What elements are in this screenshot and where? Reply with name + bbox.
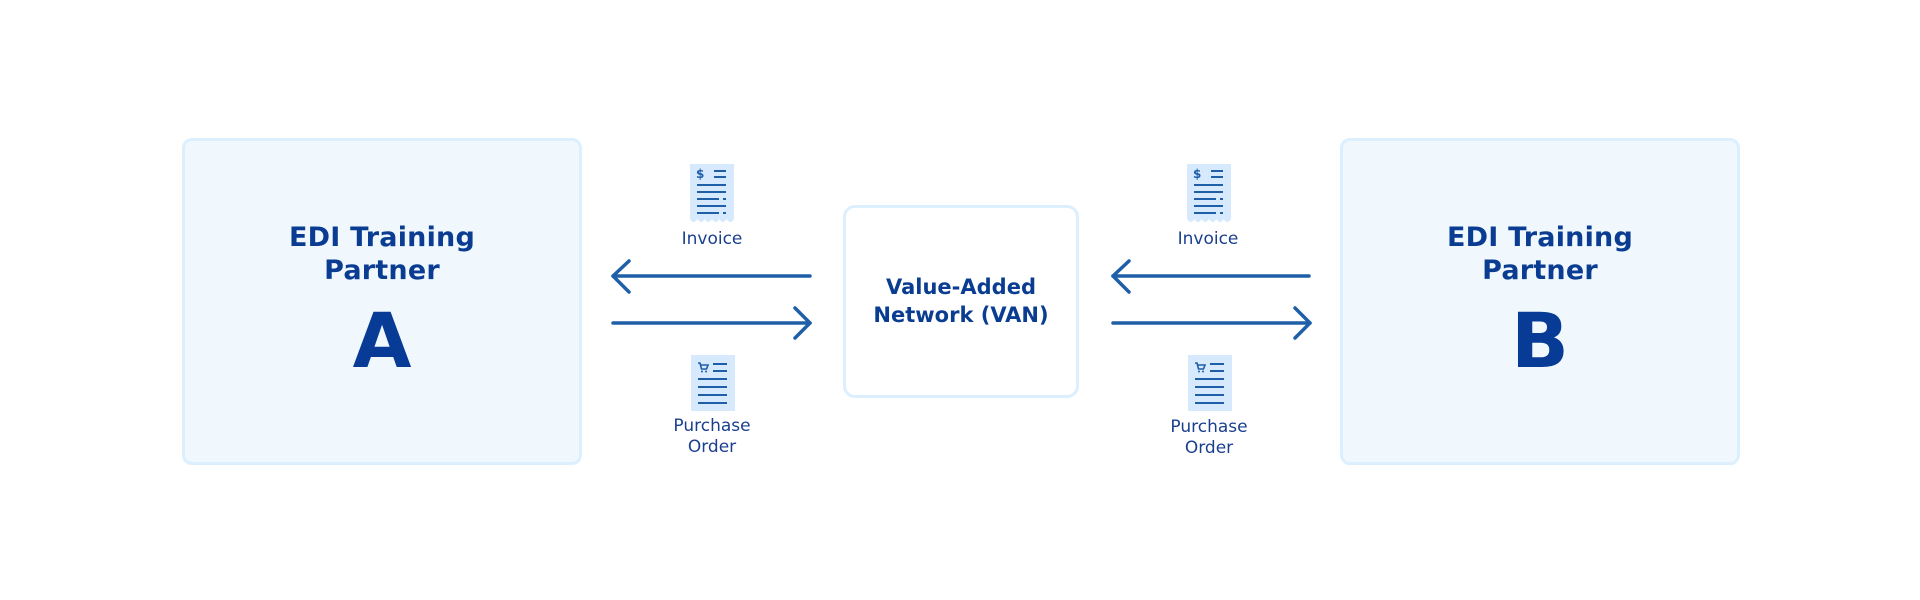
van-title: Value-Added Network (VAN) bbox=[873, 275, 1049, 327]
right-exchange-arrows bbox=[1111, 259, 1312, 340]
arrow-to-partner-a bbox=[611, 259, 812, 294]
purchase-order-icon bbox=[1188, 355, 1232, 411]
invoice-label: Invoice bbox=[1177, 229, 1239, 249]
partner-a-title: EDI Training Partner bbox=[289, 222, 475, 286]
invoice-icon: $ bbox=[1187, 164, 1231, 222]
partner-b-box: EDI Training Partner B bbox=[1340, 138, 1740, 465]
arrow-to-partner-b bbox=[1111, 306, 1312, 340]
purchase-order-icon bbox=[691, 355, 735, 411]
invoice-label: Invoice bbox=[681, 229, 743, 249]
svg-text:$: $ bbox=[696, 167, 704, 181]
partner-a-letter: A bbox=[352, 296, 412, 385]
arrow-to-van bbox=[611, 306, 812, 340]
partner-b-title: EDI Training Partner bbox=[1447, 222, 1633, 286]
van-box: Value-Added Network (VAN) bbox=[843, 205, 1079, 398]
purchase-order-label: Purchase Order bbox=[673, 416, 751, 457]
arrow-to-van bbox=[1111, 259, 1311, 294]
invoice-icon: $ bbox=[690, 164, 734, 222]
purchase-order-label: Purchase Order bbox=[1170, 417, 1248, 458]
svg-text:$: $ bbox=[1193, 167, 1201, 181]
partner-b-letter: B bbox=[1511, 296, 1569, 385]
partner-a-box: EDI Training Partner A bbox=[182, 138, 582, 465]
left-exchange-arrows bbox=[611, 259, 812, 340]
